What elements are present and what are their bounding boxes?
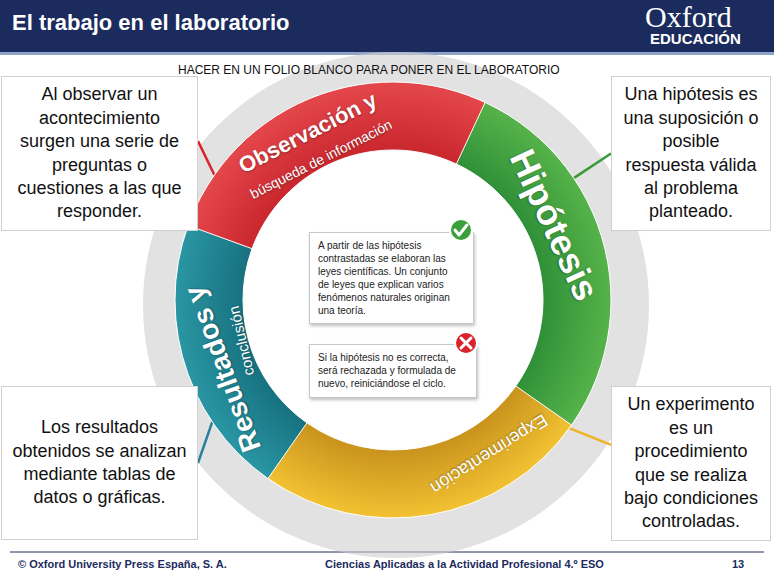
callout-box: Una hipótesis es una suposición o posibl… [611,76,771,231]
page-title: El trabajo en el laboratorio [12,10,290,36]
leader-line [569,428,611,445]
box-text: Un experimento es un procedimiento que s… [622,393,760,533]
note-box: Si la hipótesis no es correcta, será rec… [309,344,477,398]
page-number: 13 [732,558,744,570]
ring-segment: Experimentación [265,384,574,520]
cross-icon [455,332,477,354]
instruction-note: HACER EN UN FOLIO BLANCO PARA PONER EN E… [178,63,560,77]
box-text: A partir de las hipótesis contrastadas s… [318,239,457,317]
header-bar [0,0,774,52]
leader-line [198,422,212,463]
segment-shape [265,384,574,520]
box-text: Una hipótesis es una suposición o posibl… [622,83,760,223]
logo-subword: EDUCACIÓN [650,30,741,47]
callout-box: Los resultados obtenidos se analizan med… [1,386,198,540]
note-box: A partir de las hipótesis contrastadas s… [309,232,474,324]
callout-box: Al observar un acontecimiento surgen una… [1,76,198,231]
box-text: Si la hipótesis no es correcta, será rec… [318,351,460,390]
leader-line [198,141,214,175]
copyright-note: © Oxford University Press España, S. A. [18,558,227,570]
box-text: Los resultados obtenidos se analizan med… [12,416,187,510]
callout-box: Un experimento es un procedimiento que s… [611,386,771,541]
logo-word: Oxford [645,0,732,34]
check-icon [450,219,472,241]
box-text: Al observar un acontecimiento surgen una… [12,83,187,223]
ring-arc [268,386,572,518]
leader-line [574,154,611,179]
book-name: Ciencias Aplicadas a la Actividad Profes… [325,558,604,570]
